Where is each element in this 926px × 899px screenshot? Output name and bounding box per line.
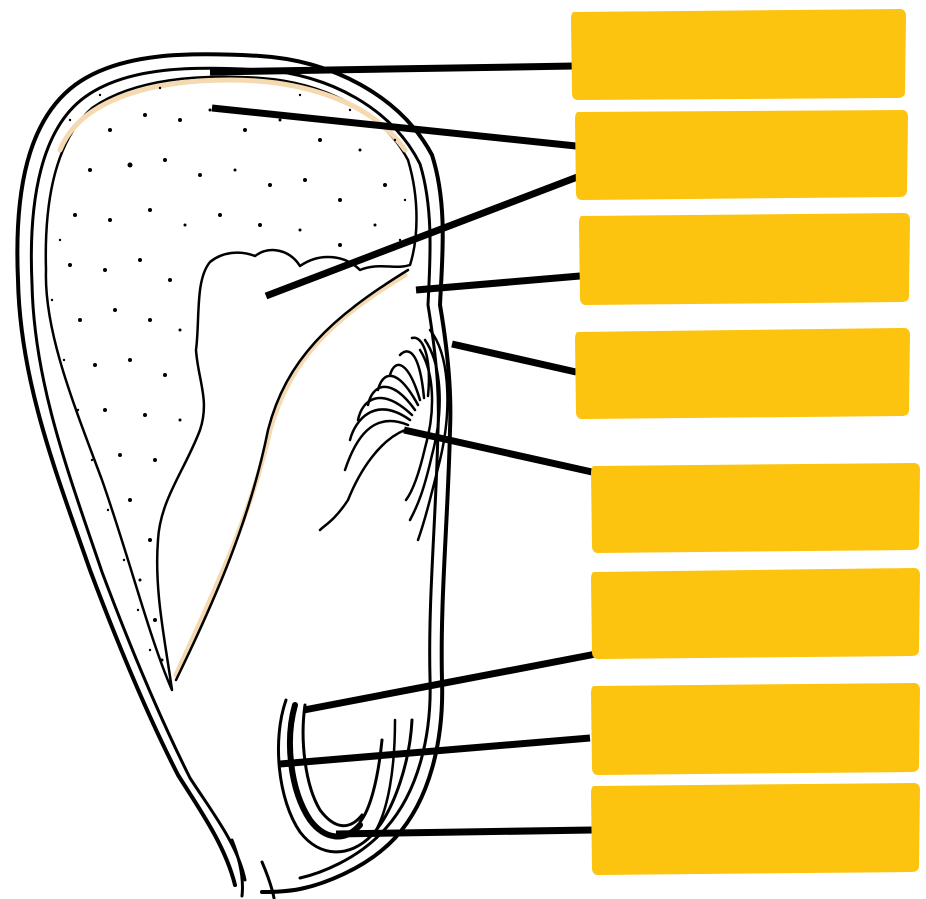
- leader-line-7: [304, 654, 596, 710]
- label-box-3[interactable]: [579, 213, 910, 305]
- leader-line-5: [452, 344, 576, 372]
- seed-illustration: [17, 54, 450, 898]
- aleurone-line: [176, 275, 405, 675]
- label-box-1[interactable]: [571, 9, 906, 100]
- scutellum-edge: [176, 270, 408, 680]
- label-box-5[interactable]: [591, 463, 920, 553]
- leader-line-1: [210, 66, 574, 72]
- leader-line-9: [336, 830, 592, 834]
- label-box-6[interactable]: [591, 568, 920, 659]
- label-box-7[interactable]: [591, 683, 920, 775]
- label-boxes: [571, 9, 920, 875]
- radicle: [278, 700, 412, 852]
- label-box-4[interactable]: [575, 328, 910, 419]
- label-box-2[interactable]: [575, 110, 908, 200]
- stalk-left: [232, 840, 243, 896]
- label-box-8[interactable]: [591, 783, 920, 875]
